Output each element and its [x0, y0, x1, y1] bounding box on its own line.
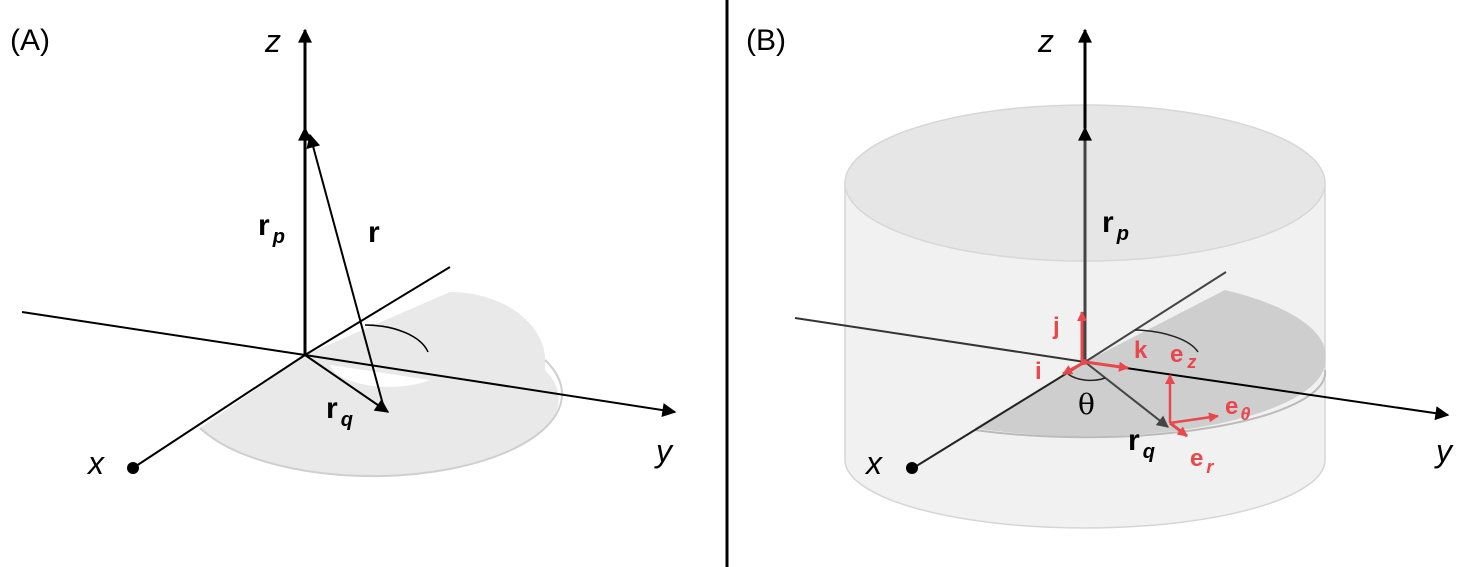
panel-a-axis-y	[304, 354, 677, 417]
panel-a-axis-y-label: y	[654, 433, 674, 469]
panel-a-axis-x	[129, 354, 306, 471]
panel-b-j-label: j	[1052, 313, 1060, 340]
panel-a-vector-rq	[304, 354, 390, 413]
panel-b-axis-x-tip	[906, 462, 918, 474]
panel-b-k-label: k	[1134, 337, 1148, 364]
panel-b-axis-y	[1084, 361, 1450, 421]
panel-b-unit-i	[1062, 360, 1086, 376]
panel-b-label: (B)	[746, 24, 786, 57]
panel-b-axis-left	[794, 317, 1086, 363]
panel-a-annulus-rim	[199, 359, 564, 478]
panel-b-axis-x-label: x	[864, 445, 883, 481]
panel-b-disc-rim	[974, 369, 1327, 439]
panel-a-axis-z-label: z	[264, 23, 281, 59]
panel-b-angle-arc-top	[1134, 329, 1199, 353]
panel-b-axis-x	[909, 361, 1086, 471]
panel-a-r-label: r	[368, 216, 380, 249]
panel-b-angle-arc-theta	[1067, 373, 1106, 382]
panel-b-origin-dot	[1081, 359, 1087, 365]
panel-b-unit-k	[1084, 360, 1129, 372]
panel-b-unit-etheta	[1169, 412, 1219, 425]
panel-b-axis-back	[1084, 271, 1227, 363]
panel-a-label: (A)	[10, 24, 50, 57]
panel-a-axis-x-tip	[127, 462, 139, 474]
panel-a-axis-x-label: x	[86, 445, 105, 481]
panel-b-unit-er	[1169, 421, 1188, 438]
panel-b-axis-y-label: y	[1434, 433, 1454, 469]
panel-b-theta-label: θ	[1078, 388, 1095, 421]
panel-b-disc-sector	[975, 290, 1326, 437]
panel-a-vector-r	[306, 133, 386, 413]
panel-a-annulus-inner	[330, 365, 430, 387]
panel-b-vector-rq	[1084, 361, 1169, 428]
panel-a-axis-back	[304, 266, 451, 356]
panel-b-axis-z-label: z	[1037, 23, 1054, 59]
panel-a-angle-arc	[364, 324, 429, 353]
panel-b-i-label: i	[1035, 358, 1042, 385]
panel-a-axis-left	[21, 311, 306, 356]
